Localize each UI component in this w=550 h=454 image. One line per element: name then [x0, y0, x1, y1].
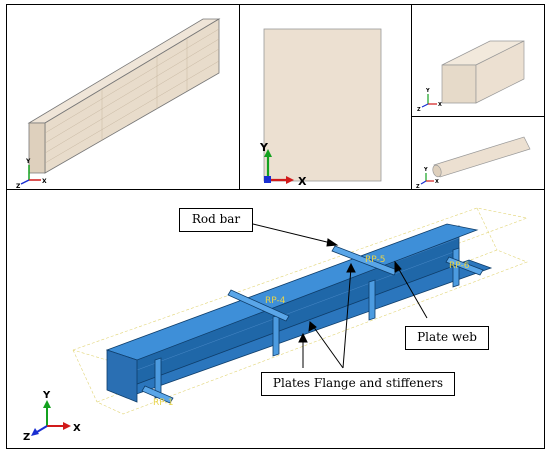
plate-rectangle: [263, 28, 382, 182]
stiffener-2: [272, 314, 280, 357]
callout-flange-stiffeners: Plates Flange and stiffeners: [261, 372, 455, 396]
triad-rod: Y Z X: [416, 167, 439, 190]
block-side-face: [475, 40, 525, 104]
rod-bar-1: [227, 289, 290, 322]
triad-assembly-y: Y: [42, 390, 51, 401]
block-part-drawing: Y Z X: [417, 40, 525, 113]
rod-part-drawing: Y Z X: [416, 136, 531, 190]
panel-assembly: RP-1 RP-4 RP-5 RP-6 Y Z X: [6, 189, 545, 449]
rod-body: [433, 136, 531, 178]
panel-beam-part: Y Z X: [6, 4, 240, 190]
beam-end-face: [106, 349, 138, 403]
triad-beam-y: Y: [25, 158, 31, 165]
beam-part-side-face: [44, 18, 220, 174]
triad-plate-x: X: [298, 175, 307, 188]
triad-rod-x: X: [435, 179, 439, 185]
rod-bars: [141, 245, 484, 404]
triad-beam-x: X: [42, 178, 47, 185]
triad-rod-z: Z: [416, 184, 420, 190]
triad-assembly-x: X: [73, 423, 81, 434]
beam-part-drawing: Y Z X: [16, 18, 221, 190]
triad-beam: Y Z X: [16, 158, 47, 190]
beam-part-end-face: [28, 122, 46, 174]
callout-arrows: [252, 223, 428, 369]
triad-rod-y: Y: [423, 167, 428, 173]
triad-block-y: Y: [425, 88, 430, 94]
plate-part-drawing: Y X: [259, 28, 382, 188]
block-front-face: [441, 64, 477, 104]
rp-4-label: RP-4: [265, 296, 286, 306]
assembly-drawing: RP-1 RP-4 RP-5 RP-6 Y Z X: [23, 207, 529, 443]
rod-bar-4: [445, 256, 484, 276]
triad-block-x: X: [438, 102, 442, 108]
rod-end-cap: [432, 164, 442, 178]
rp-6-label: RP-6: [449, 261, 470, 271]
triad-plate: Y X: [259, 141, 307, 188]
callout-plate-web: Plate web: [405, 326, 489, 350]
triad-beam-z: Z: [16, 183, 21, 190]
triad-assembly: Y Z X: [23, 390, 81, 443]
rod-bar-2: [331, 245, 398, 276]
stiffeners: [154, 247, 460, 399]
panel-rod-part: Y Z X: [411, 116, 545, 190]
beam-part-mesh: [44, 28, 220, 164]
stiffener-4: [452, 247, 460, 288]
callout-rod-bar: Rod bar: [179, 208, 253, 232]
triad-block-z: Z: [417, 107, 421, 113]
triad-plate-y: Y: [259, 141, 269, 154]
rod-bar-3: [141, 385, 174, 404]
stiffener-3: [368, 279, 376, 321]
triad-block: Y Z X: [417, 88, 442, 113]
rp-5-label: RP-5: [365, 255, 385, 265]
triad-assembly-z: Z: [23, 432, 30, 443]
rp-1-label: RP-1: [153, 398, 173, 408]
panel-block-part: Y Z X: [411, 4, 545, 117]
panel-plate-part: Y X: [239, 4, 412, 190]
